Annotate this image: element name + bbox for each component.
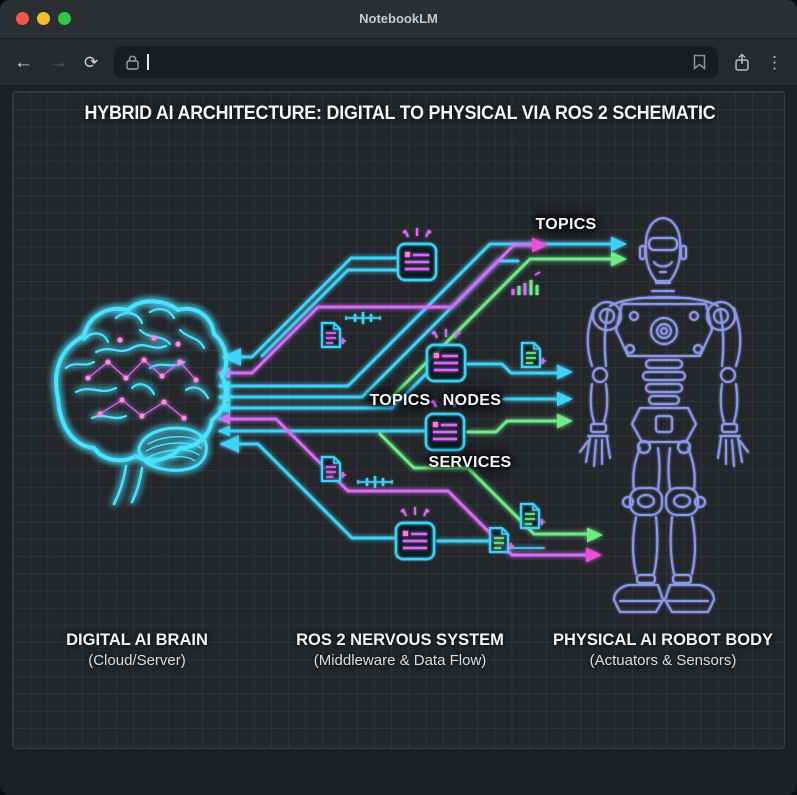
caption-title: PHYSICAL AI ROBOT BODY	[553, 631, 773, 649]
back-icon[interactable]: ←	[14, 51, 33, 73]
minimize-window-button[interactable]	[37, 12, 50, 25]
node-box-icon	[396, 226, 438, 282]
lock-icon	[126, 55, 139, 70]
document-icon	[521, 342, 547, 368]
bookmark-icon[interactable]	[693, 54, 706, 70]
bar-chart-icon	[511, 270, 542, 297]
caption-subtitle: (Cloud/Server)	[88, 652, 186, 669]
robot-illustration	[579, 217, 749, 613]
label-nodes: NODES	[443, 392, 501, 409]
text-cursor	[147, 54, 149, 70]
document-icon	[520, 503, 546, 529]
brain-neural-network	[85, 335, 199, 421]
label-services: SERVICES	[428, 454, 511, 471]
caption-ros2-nervous-system: ROS 2 NERVOUS SYSTEM (Middleware & Data …	[296, 631, 504, 669]
forward-icon[interactable]: →	[49, 51, 68, 73]
caption-physical-ai-robot-body: PHYSICAL AI ROBOT BODY (Actuators & Sens…	[553, 631, 773, 669]
label-topics-mid: TOPICS	[369, 392, 430, 409]
window-title: NotebookLM	[359, 11, 438, 26]
node-box-icon	[425, 327, 467, 383]
document-icon	[489, 527, 515, 553]
share-icon[interactable]	[734, 52, 750, 72]
zoom-window-button[interactable]	[58, 12, 71, 25]
close-window-button[interactable]	[16, 12, 29, 25]
caption-title: ROS 2 NERVOUS SYSTEM	[296, 631, 504, 649]
pulse-signal-icon	[344, 310, 382, 326]
menu-dots-icon[interactable]: ⋮	[766, 52, 783, 72]
node-box-icon	[394, 505, 436, 561]
caption-subtitle: (Actuators & Sensors)	[590, 652, 737, 669]
caption-title: DIGITAL AI BRAIN	[66, 631, 208, 649]
url-bar[interactable]	[114, 46, 718, 78]
document-icon	[321, 456, 347, 482]
label-topics-top: TOPICS	[535, 216, 596, 233]
reload-icon[interactable]: ⟳	[84, 52, 99, 72]
magenta-traces	[218, 243, 588, 557]
document-icon	[321, 322, 347, 348]
caption-digital-ai-brain: DIGITAL AI BRAIN (Cloud/Server)	[66, 631, 208, 669]
cyan-traces	[218, 242, 614, 549]
traffic-lights	[16, 12, 71, 25]
caption-subtitle: (Middleware & Data Flow)	[314, 652, 487, 669]
titlebar: NotebookLM	[0, 0, 797, 39]
page-content	[0, 85, 797, 795]
brain-illustration	[54, 299, 229, 506]
browser-toolbar: ← → ⟳ ⋮	[0, 39, 797, 86]
pulse-signal-icon	[356, 474, 394, 490]
diagram-title: HYBRID AI ARCHITECTURE: DIGITAL TO PHYSI…	[85, 101, 716, 123]
